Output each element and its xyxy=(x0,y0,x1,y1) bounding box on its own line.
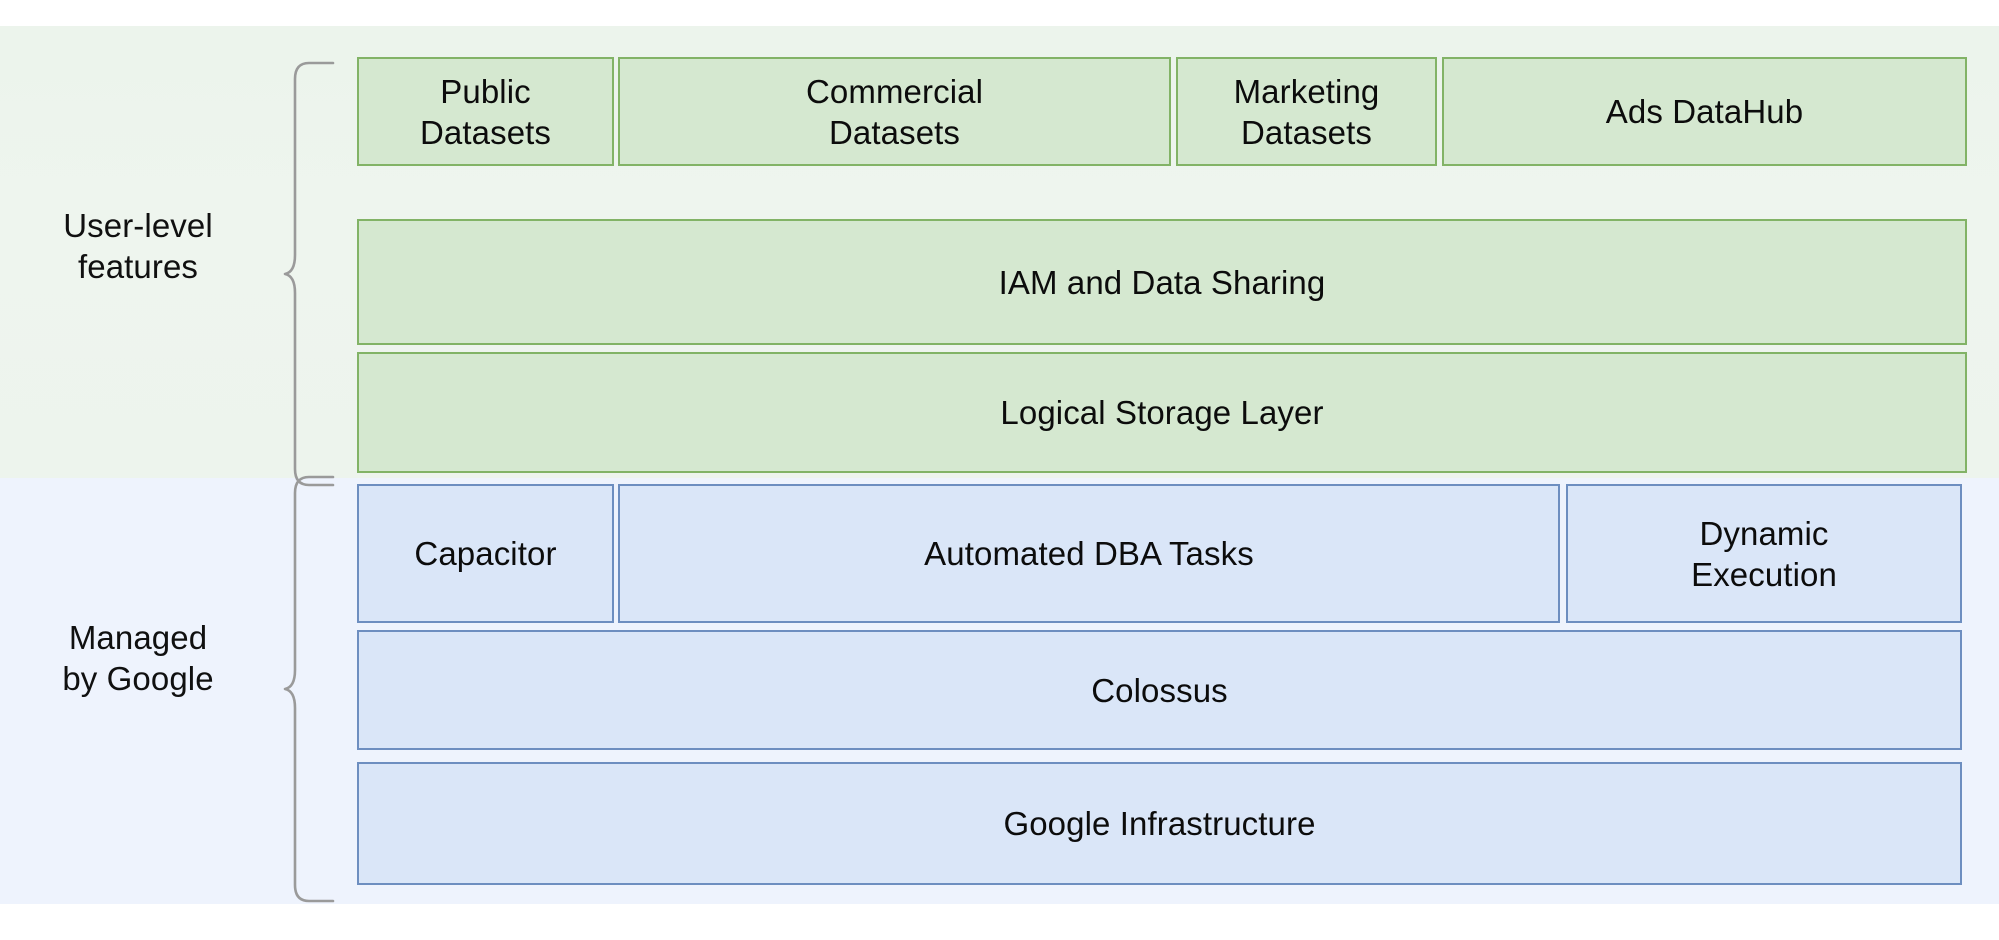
box-automated-dba-tasks[interactable]: Automated DBA Tasks xyxy=(618,484,1560,623)
group-label-managed-by-google: Managed by Google xyxy=(62,619,214,697)
box-ads-datahub[interactable]: Ads DataHub xyxy=(1442,57,1967,166)
box-iam-and-data-sharing[interactable]: IAM and Data Sharing xyxy=(357,219,1967,345)
box-dynamic-execution[interactable]: Dynamic Execution xyxy=(1566,484,1962,623)
box-marketing-datasets[interactable]: Marketing Datasets xyxy=(1176,57,1437,166)
box-colossus[interactable]: Colossus xyxy=(357,630,1962,750)
box-capacitor[interactable]: Capacitor xyxy=(357,484,614,623)
box-google-infrastructure[interactable]: Google Infrastructure xyxy=(357,762,1962,885)
group-label-user-level: User-level features xyxy=(63,207,213,285)
box-commercial-datasets[interactable]: Commercial Datasets xyxy=(618,57,1171,166)
curly-brace-user-level-icon xyxy=(283,61,335,487)
curly-brace-managed-by-google-icon xyxy=(283,475,335,903)
box-logical-storage-layer[interactable]: Logical Storage Layer xyxy=(357,352,1967,473)
box-public-datasets[interactable]: Public Datasets xyxy=(357,57,614,166)
